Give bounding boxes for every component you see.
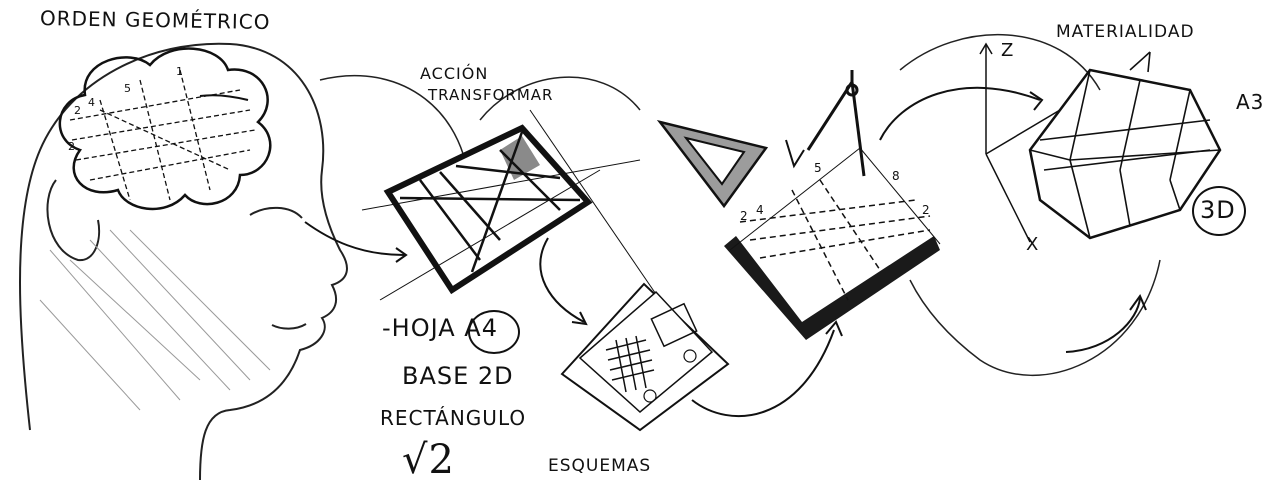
- label-sqrt-2: √2: [402, 440, 455, 480]
- svg-text:1: 1: [176, 65, 183, 78]
- label-materialidad: MATERIALIDAD: [1056, 24, 1195, 41]
- set-square: [660, 122, 766, 206]
- head-shading: [40, 230, 270, 410]
- svg-text:4: 4: [88, 96, 95, 109]
- label-esquemas: ESQUEMAS: [548, 458, 651, 475]
- brain-grid: [70, 70, 255, 200]
- gaze-arrows: [200, 95, 406, 262]
- svg-text:4: 4: [756, 203, 764, 217]
- label-a3: A3: [1236, 92, 1264, 112]
- svg-text:8: 8: [892, 169, 900, 183]
- svg-text:2: 2: [740, 209, 748, 223]
- axis-z-label: Z: [1001, 42, 1014, 60]
- drawing-sheet: [724, 148, 940, 340]
- head-profile: [20, 44, 347, 480]
- label-base-2d: BASE 2D: [402, 364, 514, 388]
- a4-circle: [468, 310, 520, 354]
- title-orden-geometrico: ORDEN GEOMÉTRICO: [40, 8, 271, 32]
- axes-3d: [980, 44, 1060, 242]
- label-transformar: TRANSFORMAR: [428, 88, 553, 103]
- svg-text:2: 2: [74, 104, 81, 117]
- 3d-circle: [1192, 186, 1246, 236]
- svg-text:2: 2: [922, 203, 930, 217]
- svg-text:5: 5: [124, 82, 131, 95]
- axis-x-label: X: [1026, 236, 1039, 254]
- a4-sheet-folds: [362, 110, 660, 300]
- brain-cloud: [60, 49, 270, 209]
- svg-text:5: 5: [814, 161, 822, 175]
- svg-text:2: 2: [68, 140, 75, 153]
- label-accion: ACCIÓN: [420, 66, 488, 82]
- label-rectangulo: RECTÁNGULO: [380, 408, 526, 428]
